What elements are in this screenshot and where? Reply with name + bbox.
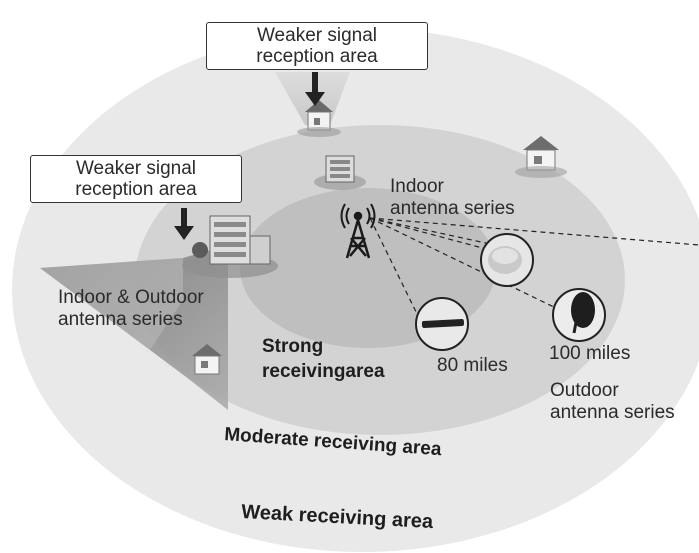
indoor-antenna-device [480, 233, 534, 287]
indoor-label-line2: antenna series [390, 198, 515, 219]
flat-antenna-80 [415, 297, 469, 351]
outdoor-label-line2: antenna series [550, 402, 675, 423]
house-icon-top [297, 100, 341, 137]
indoor-label-line1: Indoor [390, 176, 445, 197]
arrow-icon-left [174, 208, 194, 240]
callout-weaker-signal-left: Weaker signal reception area [30, 155, 242, 203]
tower-icon [340, 203, 376, 259]
building-icon-left [182, 215, 278, 278]
arrow-icon-top [305, 72, 325, 106]
callout-weaker-signal-top: Weaker signal reception area [206, 22, 428, 70]
miles-80-label: 80 miles [437, 355, 508, 376]
shadow-sector-light [40, 258, 183, 350]
house-icon-right [515, 136, 567, 178]
indoor-outdoor-label-line1: Indoor & Outdoor [58, 287, 204, 308]
indoor-outdoor-label-line2: antenna series [58, 309, 183, 330]
signal-lines [369, 217, 699, 321]
callout-top-line2: reception area [256, 46, 378, 67]
callout-top-line1: Weaker signal [256, 25, 378, 46]
building-icon-center [314, 155, 366, 190]
outdoor-label-line1: Outdoor [550, 380, 619, 401]
miles-100-label: 100 miles [549, 343, 630, 364]
strong-area-label-line2: receivingarea [262, 361, 385, 382]
callout-left-line1: Weaker signal [75, 158, 197, 179]
house-icon-left [192, 344, 222, 375]
strong-area-label-line1: Strong [262, 336, 323, 357]
callout-left-line2: reception area [75, 179, 197, 200]
outdoor-antenna-100 [552, 288, 606, 342]
